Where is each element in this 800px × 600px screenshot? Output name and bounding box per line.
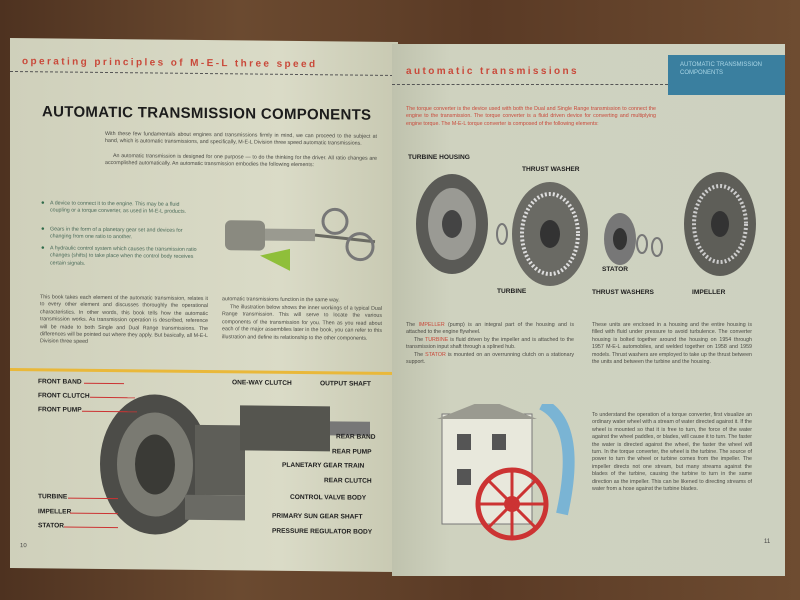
thrust-washer-drawing [496,223,508,245]
label-one-way-clutch: ONE-WAY CLUTCH [232,379,292,387]
torque-converter-intro: The torque converter is the device used … [406,106,656,127]
header-rule [392,84,668,85]
label-front-band: FRONT BAND [38,378,82,386]
stator-drawing [604,213,636,265]
label-primary-sun-gear-shaft: PRIMARY SUN GEAR SHAFT [272,512,363,521]
turbine-housing-drawing [416,174,488,274]
label-stator: STATOR [602,266,629,273]
water-wheel-paragraph: To understand the operation of a torque … [592,412,752,493]
page-number: 11 [764,539,771,545]
label-control-valve-body: CONTROL VALVE BODY [290,493,367,502]
component-descriptions: The IMPELLER (pump) is an integral part … [406,322,574,366]
transmission-cutaway-illustration [100,394,245,535]
label-turbine: TURBINE [497,288,527,295]
turbine-description: The TURBINE is fluid driven by the impel… [406,336,574,351]
yellow-divider [10,367,398,376]
label-turbine: TURBINE [38,493,68,501]
housing-paragraph: These units are enclosed in a housing an… [592,322,752,366]
impeller-description: The IMPELLER (pump) is an integral part … [406,322,574,336]
header-rule [10,70,398,77]
output-shaft-illustration [240,405,370,452]
intro-paragraph: With these few fundamentals about engine… [105,130,377,148]
label-front-clutch: FRONT CLUTCH [38,392,90,400]
label-rear-clutch: REAR CLUTCH [324,477,372,485]
leader-line [64,526,118,529]
label-stator: STATOR [38,522,65,530]
leader-line [70,512,118,515]
car-chassis-illustration [225,207,376,271]
label-planetary-gear-train: PLANETARY GEAR TRAIN [282,461,365,470]
turbine-drawing [512,182,588,286]
bullet-item: A hydraulic control system which causes … [50,245,200,269]
right-page: automatic transmissions AUTOMATIC TRANSM… [392,44,785,576]
leader-line [68,497,118,500]
stator-description: The STATOR is mounted on an overrunning … [406,351,574,366]
column-2-paragraph-b: The illustration below shows the inner w… [222,304,382,342]
label-impeller: IMPELLER [692,289,726,296]
label-front-pump: FRONT PUMP [38,406,82,414]
label-pressure-regulator-body: PRESSURE REGULATOR BODY [272,527,373,536]
bullet-item: Gears in the form of a planetary gear se… [50,226,200,242]
bullet-item: A device to connect it to the engine. Th… [50,200,200,216]
right-running-header: automatic transmissions [406,66,580,77]
impeller-drawing [684,172,756,276]
page-title: AUTOMATIC TRANSMISSION COMPONENTS [42,103,372,124]
label-rear-pump: REAR PUMP [332,448,372,456]
label-rear-band: REAR BAND [336,433,376,441]
thrust-washer-drawing [651,237,663,257]
water-wheel-illustration [437,404,575,541]
thrust-washer-drawing [636,234,648,254]
left-page: operating principles of M-E-L three spee… [10,37,398,573]
label-thrust-washer: THRUST WASHER [522,166,580,173]
section-tab: AUTOMATIC TRANSMISSION COMPONENTS [668,55,785,95]
torque-converter-exploded-diagram [416,172,756,286]
column-1-paragraph: This book takes each element of the auto… [40,294,208,346]
label-impeller: IMPELLER [38,508,72,516]
intro-paragraph-2: An automatic transmission is designed fo… [105,153,377,169]
label-turbine-housing: TURBINE HOUSING [408,154,470,161]
left-running-header: operating principles of M-E-L three spee… [22,56,318,71]
page-number: 10 [20,543,27,550]
label-thrust-washers: THRUST WASHERS [592,289,654,296]
label-output-shaft: OUTPUT SHAFT [320,380,371,388]
leader-line [84,382,124,385]
